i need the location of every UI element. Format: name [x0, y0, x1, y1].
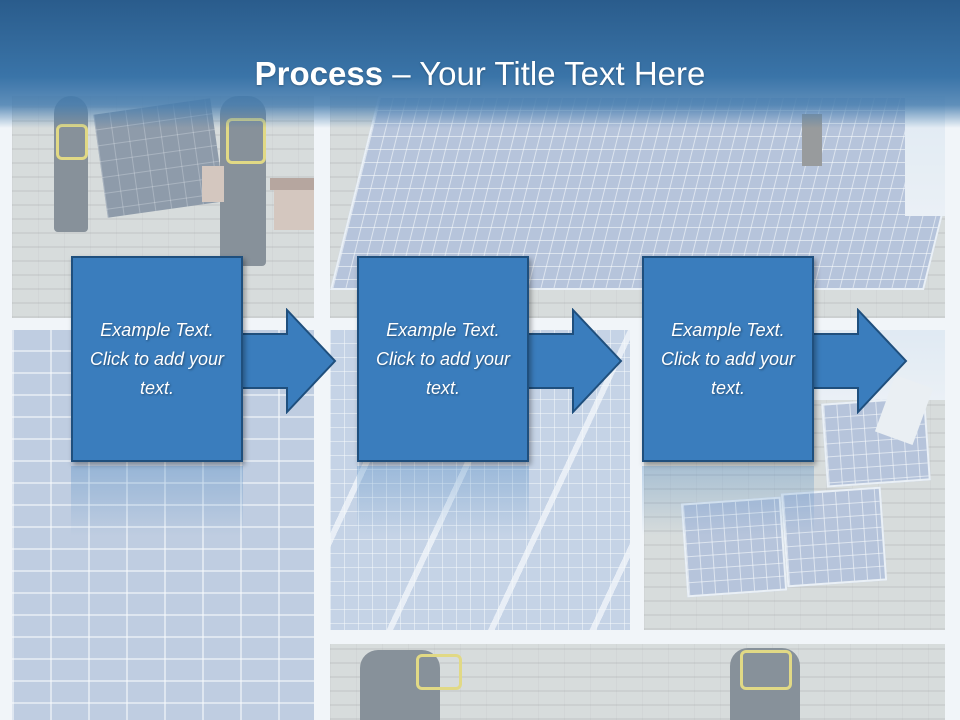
- step-text[interactable]: Example Text. Click to add your text.: [89, 319, 225, 398]
- step-text[interactable]: Example Text. Click to add your text.: [375, 319, 511, 398]
- title-bold: Process: [254, 55, 384, 92]
- process-step-1[interactable]: Example Text. Click to add your text.: [71, 256, 361, 466]
- step-box[interactable]: Example Text. Click to add your text.: [71, 256, 243, 462]
- arrow-right-icon: [527, 308, 623, 414]
- title-bar: Process – Your Title Text Here: [0, 0, 960, 128]
- process-step-3[interactable]: Example Text. Click to add your text.: [642, 256, 932, 466]
- arrow-right-icon: [812, 308, 908, 414]
- title-rest: – Your Title Text Here: [383, 55, 706, 92]
- photo-installers: [330, 644, 945, 720]
- process-step-2[interactable]: Example Text. Click to add your text.: [357, 256, 647, 466]
- step-text[interactable]: Example Text. Click to add your text.: [660, 319, 796, 398]
- slide-title[interactable]: Process – Your Title Text Here: [0, 54, 960, 94]
- arrow-right-icon: [241, 308, 337, 414]
- step-reflection: [642, 466, 814, 536]
- step-reflection: [71, 466, 243, 536]
- step-reflection: [357, 466, 529, 536]
- step-box[interactable]: Example Text. Click to add your text.: [642, 256, 814, 462]
- step-box[interactable]: Example Text. Click to add your text.: [357, 256, 529, 462]
